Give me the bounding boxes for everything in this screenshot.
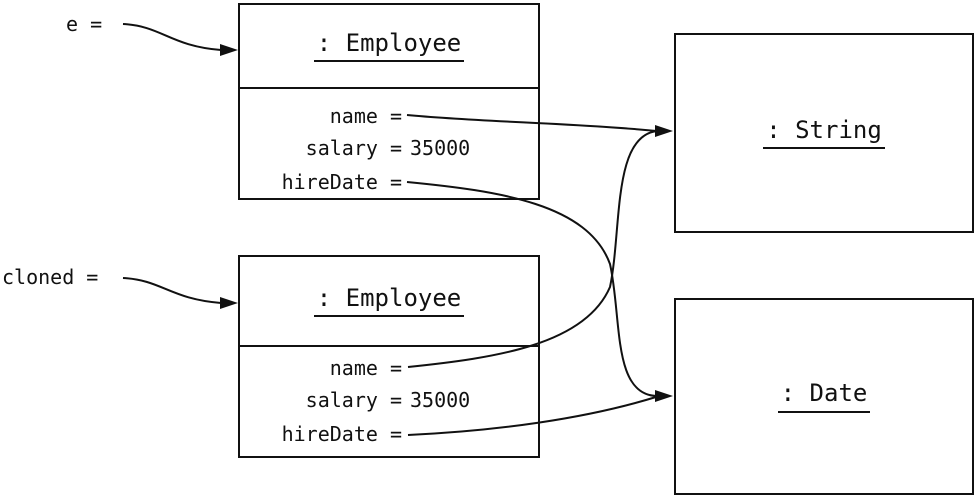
variable-label-e: e = (66, 12, 103, 36)
employee-cloned-title-compartment: : Employee (240, 257, 538, 347)
field-label: salary = (305, 388, 402, 412)
employee-e-field-salary: salary = 35000 (240, 136, 538, 160)
field-label: salary = (305, 136, 402, 160)
arrowhead-e-to-employee-icon (220, 44, 238, 56)
date-object-title: : Date (777, 380, 871, 413)
arrow-cloned-to-employee (122, 277, 222, 304)
field-label: name = (329, 356, 402, 380)
arrowhead-to-string-icon (655, 125, 673, 137)
field-value: 35000 (410, 136, 471, 160)
employee-cloned-title: : Employee (313, 284, 465, 318)
date-object-box: : Date (674, 298, 974, 495)
field-label: name = (329, 104, 402, 128)
employee-cloned-field-salary: salary = 35000 (240, 388, 538, 412)
field-label: hireDate = (281, 170, 402, 194)
field-label: hireDate = (281, 422, 402, 446)
employee-cloned-field-hiredate: hireDate = (240, 422, 538, 446)
variable-label-cloned: cloned = (2, 265, 99, 289)
employee-e-field-name: name = (240, 104, 538, 128)
employee-e-title: : Employee (313, 29, 465, 63)
field-value: 35000 (410, 388, 471, 412)
string-object-box: : String (674, 33, 974, 233)
employee-e-field-hiredate: hireDate = (240, 170, 538, 194)
string-object-title: : String (763, 116, 885, 150)
arrow-e-to-employee (122, 23, 222, 51)
employee-cloned-field-name: name = (240, 356, 538, 380)
employee-e-title-compartment: : Employee (240, 5, 538, 89)
arrowhead-to-date-icon (655, 390, 673, 402)
arrowhead-cloned-to-employee-icon (220, 297, 238, 309)
employee-object-box-cloned: : Employee name = salary = 35000 hireDat… (238, 255, 540, 458)
employee-object-box-e: : Employee name = salary = 35000 hireDat… (238, 3, 540, 200)
